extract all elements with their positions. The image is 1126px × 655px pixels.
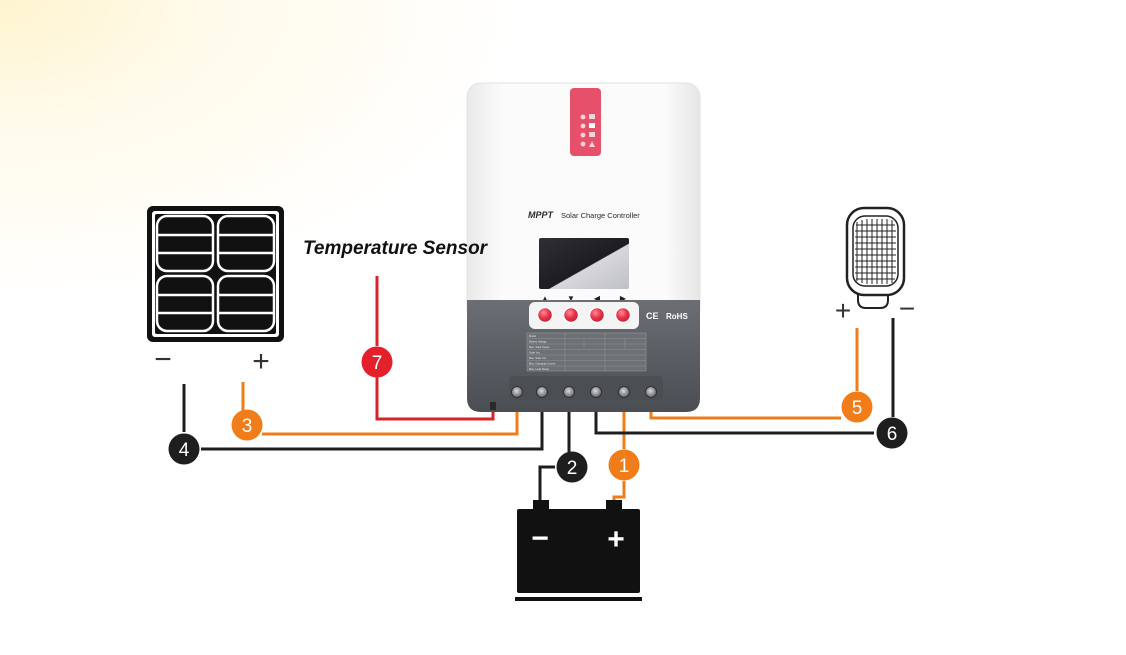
svg-text:6: 6 [887,424,898,445]
button-left [588,306,606,324]
badge-1: 1 [608,449,640,481]
spec-row-max-voc: Max. Solar Voc [529,356,547,360]
button-up [536,306,554,324]
charge-controller: MPPT Solar Charge Controller ▲ ▼ ◀ ▶ CE … [466,82,701,412]
lcd-screen [539,238,629,289]
badge-3: 3 [231,409,263,441]
nav-up-icon: ▲ [541,294,549,303]
spec-row-battery: Battery Voltage [529,340,547,344]
spec-label: Model Battery Voltage Max. Solar Power S… [526,332,647,372]
lamp-grid [855,219,896,284]
temperature-sensor-label: Temperature Sensor [303,238,488,259]
wire-7-sensor [375,276,495,421]
badge-5: 5 [841,391,873,423]
svg-text:7: 7 [372,353,383,374]
battery: − + [515,500,642,601]
ce-mark: CE [646,311,659,321]
battery-minus-label: − [531,522,549,555]
button-down [562,306,580,324]
solar-cells [155,214,276,333]
battery-plus-label: + [607,523,625,556]
lamp-load: + − [835,206,915,326]
lamp-minus-label: − [899,293,915,324]
badge-4: 4 [168,433,200,465]
svg-text:1: 1 [619,456,630,477]
lamp-plus-label: + [835,295,851,326]
terminal-battery-positive [618,386,630,398]
solar-panel: − + [147,206,284,378]
button-right [614,306,632,324]
control-buttons [536,306,632,324]
svg-text:2: 2 [567,458,578,479]
badge-2: 2 [556,451,588,483]
controller-name: Solar Charge Controller [561,211,640,220]
svg-text:3: 3 [242,416,253,437]
terminal-solar-positive [511,386,523,398]
svg-text:5: 5 [852,398,863,419]
spec-row-load: Max. Load Power [529,367,549,371]
spec-row-solar-power: Max. Solar Power [529,345,550,349]
rohs-mark: RoHS [666,312,688,321]
nav-arrows: ▲ ▼ ◀ ▶ [541,294,627,303]
badge-7: 7 [361,346,393,378]
solar-minus-label: − [154,343,172,376]
terminal-battery-negative [563,386,575,398]
solar-plus-label: + [252,345,270,378]
terminal-block [490,376,663,410]
spec-row-charging: Max. Charging Current [529,362,556,366]
badge-6: 6 [876,417,908,449]
nav-down-icon: ▼ [567,294,575,303]
controller-brand: MPPT [528,210,555,220]
spec-row-solar-voc: Solar Voc [529,351,541,355]
nav-left-icon: ◀ [594,294,601,303]
status-led-panel [570,88,601,156]
spec-row-model: Model [529,334,536,338]
terminal-solar-negative [536,386,548,398]
nav-right-icon: ▶ [620,294,627,303]
terminal-load-positive [645,386,657,398]
terminal-load-negative [590,386,602,398]
svg-text:4: 4 [179,440,190,461]
